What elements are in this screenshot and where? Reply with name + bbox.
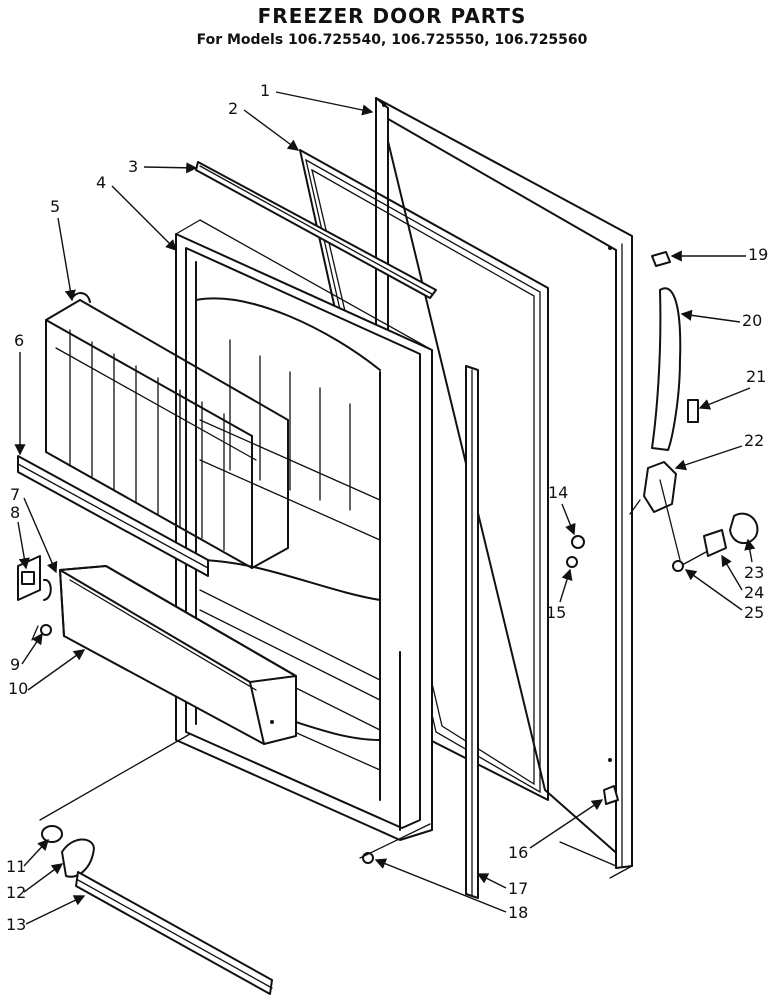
callout-17: 17 — [476, 873, 528, 898]
svg-text:15: 15 — [546, 603, 566, 622]
door-handle-assembly — [629, 251, 699, 515]
svg-text:2: 2 — [228, 99, 238, 118]
shelf-front-bar — [17, 455, 209, 577]
callout-7: 7 — [10, 485, 58, 574]
callout-6: 6 — [14, 331, 26, 456]
lock-assembly — [672, 512, 759, 572]
callout-8: 8 — [10, 503, 30, 570]
wire-shelf — [45, 292, 289, 569]
svg-text:10: 10 — [8, 679, 28, 698]
svg-text:11: 11 — [6, 857, 26, 876]
callout-4: 4 — [96, 173, 177, 251]
callout-9: 9 — [10, 632, 43, 674]
callout-21: 21 — [698, 367, 766, 410]
screws — [566, 535, 585, 568]
callout-13: 13 — [6, 895, 86, 934]
svg-text:25: 25 — [744, 603, 764, 622]
callout-11: 11 — [6, 838, 49, 876]
svg-text:18: 18 — [508, 903, 528, 922]
svg-text:3: 3 — [128, 157, 138, 176]
svg-text:21: 21 — [746, 367, 766, 386]
svg-text:12: 12 — [6, 883, 26, 902]
svg-text:4: 4 — [96, 173, 106, 192]
svg-text:17: 17 — [508, 879, 528, 898]
svg-text:14: 14 — [548, 483, 568, 502]
svg-text:1: 1 — [260, 81, 270, 100]
callout-2: 2 — [228, 99, 300, 151]
callout-3: 3 — [128, 157, 198, 176]
svg-text:8: 8 — [10, 503, 20, 522]
callout-22: 22 — [674, 431, 764, 471]
assembly-lines — [39, 479, 681, 867]
svg-text:6: 6 — [14, 331, 24, 350]
door-liner — [175, 219, 433, 841]
callout-24: 24 — [721, 554, 764, 602]
callout-15: 15 — [546, 568, 573, 622]
svg-text:16: 16 — [508, 843, 528, 862]
bottom-trim-strip — [75, 871, 273, 995]
callout-16: 16 — [508, 799, 604, 862]
svg-text:9: 9 — [10, 655, 20, 674]
callout-18: 18 — [374, 858, 528, 922]
callout-14: 14 — [548, 483, 576, 536]
callout-25: 25 — [684, 569, 764, 622]
page-title: FREEZER DOOR PARTS — [257, 4, 527, 28]
svg-text:20: 20 — [742, 311, 762, 330]
hinge-parts — [41, 825, 95, 878]
svg-text:23: 23 — [744, 563, 764, 582]
callout-10: 10 — [8, 649, 86, 698]
breaker-strip-vertical — [465, 365, 479, 899]
svg-text:5: 5 — [50, 197, 60, 216]
bottom-bracket — [603, 785, 619, 805]
callout-23: 23 — [744, 538, 764, 582]
bin-support-bracket — [17, 555, 52, 641]
svg-text:24: 24 — [744, 583, 764, 602]
callout-20: 20 — [680, 309, 762, 330]
callout-12: 12 — [6, 863, 64, 902]
svg-text:19: 19 — [748, 245, 768, 264]
svg-text:22: 22 — [744, 431, 764, 450]
door-shelf-bin — [59, 565, 297, 745]
callout-5: 5 — [50, 197, 76, 302]
svg-text:13: 13 — [6, 915, 26, 934]
svg-text:7: 7 — [10, 485, 20, 504]
callout-1: 1 — [260, 81, 374, 116]
callout-19: 19 — [670, 245, 768, 264]
model-subtitle: For Models 106.725540, 106.725550, 106.7… — [196, 32, 588, 48]
